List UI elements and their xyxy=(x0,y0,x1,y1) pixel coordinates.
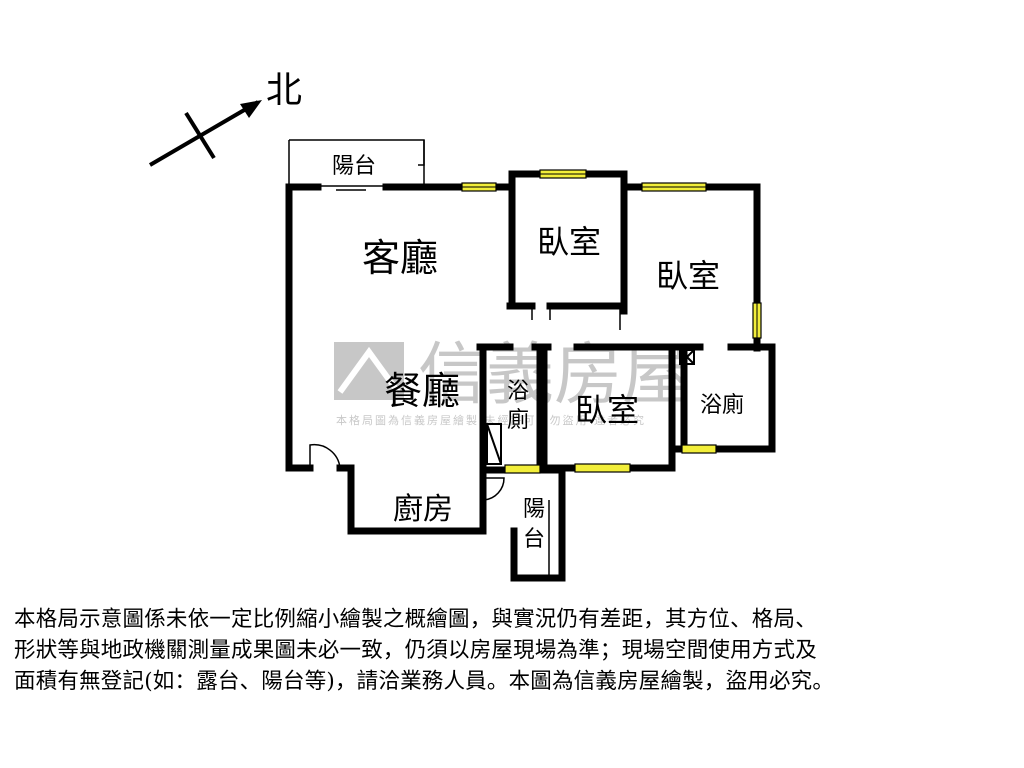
floor-plan: 信義房屋 本格局圖為信義房屋繪製 未經許可請勿盜用 違者必究 北 xyxy=(148,70,776,582)
duct xyxy=(486,349,695,465)
room-balcony-bottom-a: 陽 xyxy=(523,497,545,522)
window xyxy=(574,463,631,473)
room-balcony-top: 陽台 xyxy=(332,154,376,179)
watermark-notice: 本格局圖為信義房屋繪製 未經許可請勿盜用 違者必究 xyxy=(336,413,646,427)
room-balcony-bottom-b: 台 xyxy=(523,527,545,552)
room-bath-1-a: 浴 xyxy=(507,379,529,404)
room-dining: 餐廳 xyxy=(384,369,460,413)
window xyxy=(504,464,541,474)
room-bath-1-b: 廁 xyxy=(507,408,529,433)
room-bath-2: 浴廁 xyxy=(700,393,744,418)
room-kitchen: 廚房 xyxy=(393,492,453,527)
thin-lines xyxy=(288,139,621,578)
window xyxy=(681,444,717,454)
compass: 北 xyxy=(148,70,302,167)
disclaimer-line-1: 本格局示意圖係未依一定比例縮小繪製之概繪圖，與實況仍有差距，其方位、格局、 xyxy=(14,607,817,632)
disclaimer-line-2: 形狀等與地政機關測量成果圖未必一致，仍須以房屋現場為準；現場空間使用方式及 xyxy=(14,638,817,663)
disclaimer-line-3: 面積有無登記(如：露台、陽台等)，請洽業務人員。本圖為信義房屋繪製，盜用必究。 xyxy=(14,669,835,694)
disclaimer: 本格局示意圖係未依一定比例縮小繪製之概繪圖，與實況仍有差距，其方位、格局、 形狀… xyxy=(14,604,1014,697)
walls xyxy=(285,170,776,582)
north-label: 北 xyxy=(266,70,302,111)
room-living: 客廳 xyxy=(362,236,438,280)
room-bedroom-3: 臥室 xyxy=(575,391,639,429)
room-bedroom-2: 臥室 xyxy=(656,257,720,295)
room-bedroom-1: 臥室 xyxy=(537,223,601,261)
